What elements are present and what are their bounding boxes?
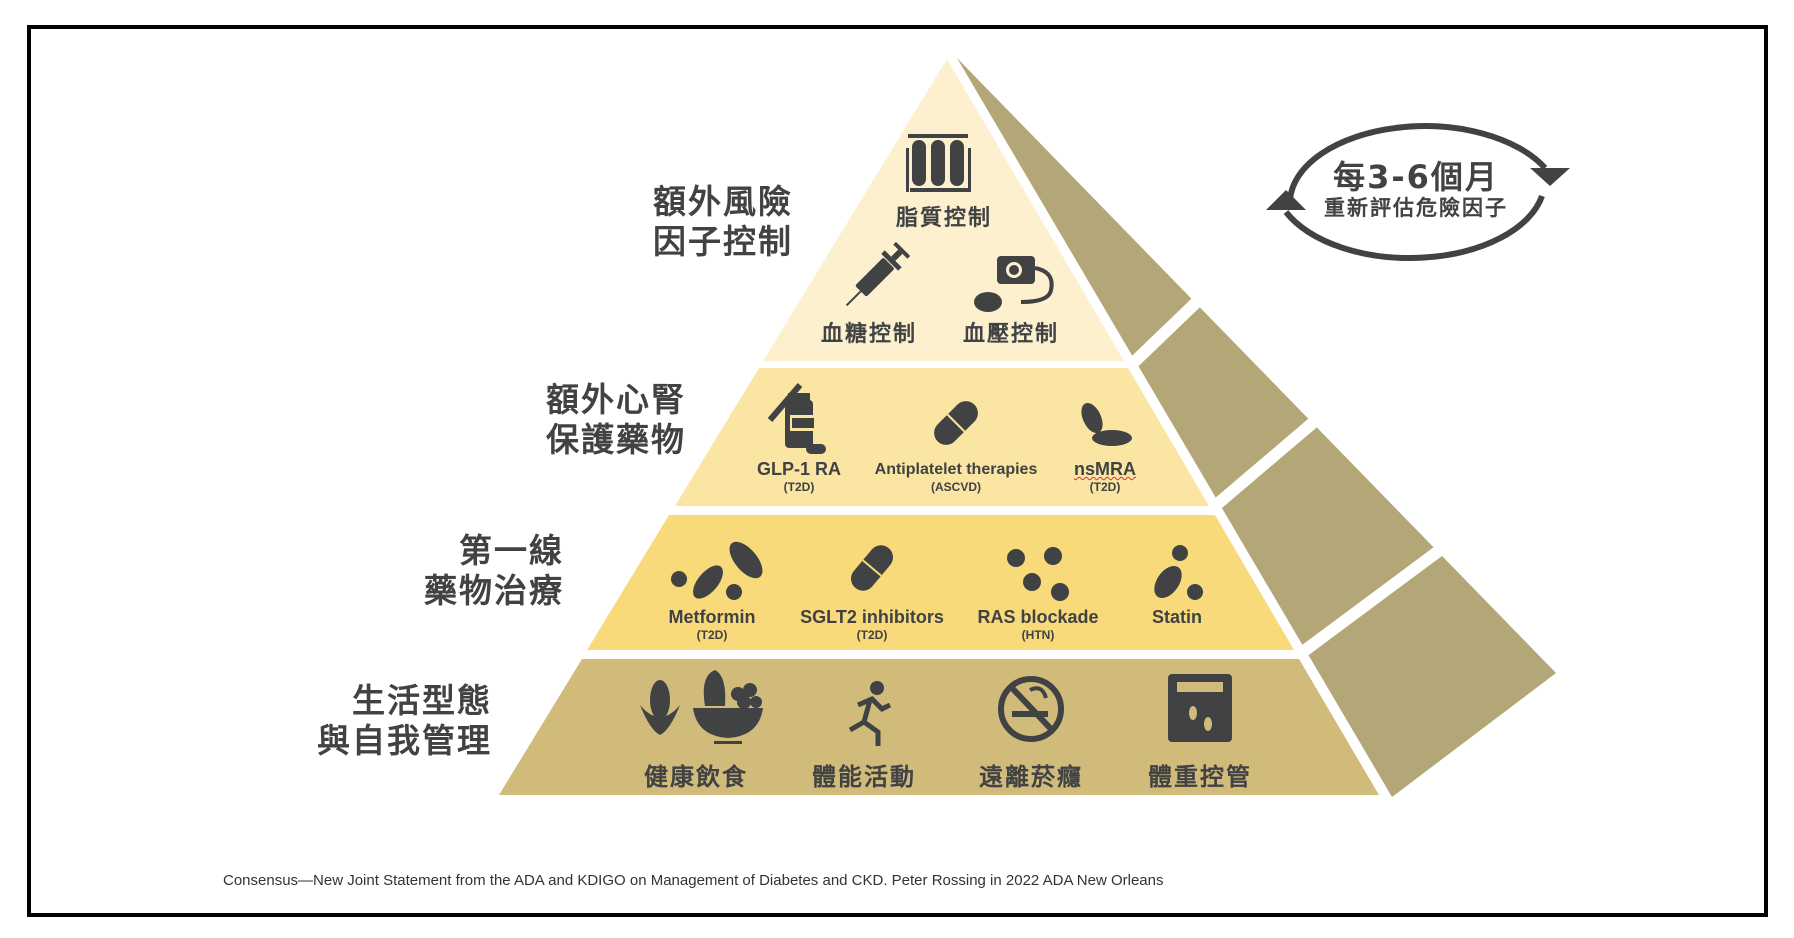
label-line: 生活型態 (352, 681, 492, 720)
capsule-icon (934, 401, 978, 445)
item-nsmra: nsMRA (1074, 459, 1136, 479)
item-metformin: Metformin (668, 607, 756, 627)
item-antiplatelet-sub: (ASCVD) (931, 480, 981, 494)
statin-pills-icon (1154, 545, 1203, 600)
cycle-arrows-icon (1266, 123, 1570, 261)
tier-2-label: 額外心腎保護藥物 (546, 380, 686, 460)
item-statin: Statin (1151, 607, 1203, 627)
item-metformin-sub: (T2D) (696, 628, 728, 642)
injection-bottle-icon (767, 383, 826, 454)
scale-icon (1168, 674, 1232, 742)
tier-4-label: 生活型態與自我管理 (317, 681, 492, 761)
item-ras-blockade-sub: (HTN) (1021, 628, 1055, 642)
item-sglt2-sub: (T2D) (856, 628, 888, 642)
tier-3-band (587, 515, 1294, 650)
item-glp1-ra-sub: (T2D) (783, 480, 815, 494)
label-line: 額外風險 (653, 182, 793, 221)
item-sglt2: SGLT2 inhibitors (800, 607, 944, 627)
item-healthy-diet: 健康飲食 (644, 763, 748, 791)
citation-footer: Consensus—New Joint Statement from the A… (223, 872, 1164, 889)
label-line: 與自我管理 (317, 721, 492, 760)
tablets-icon (1081, 403, 1132, 446)
pyramid-side-face (957, 58, 1556, 797)
item-quit-smoking: 遠離菸癮 (979, 763, 1083, 791)
slide-border (27, 25, 1768, 917)
capsule-icon (851, 545, 893, 591)
blood-pressure-monitor-icon (974, 256, 1054, 312)
label-line: 額外心腎 (546, 380, 686, 419)
label-line: 第一線 (459, 531, 564, 570)
round-tablets-icon (1007, 547, 1069, 601)
tier-3-label: 第一線藥物治療 (424, 531, 564, 611)
fruit-bowl-icon (640, 670, 763, 744)
item-nsmra-sub: (T2D) (1089, 480, 1121, 494)
item-antiplatelet: Antiplatelet therapies (874, 461, 1038, 478)
item-glucose-control: 血糖控制 (820, 322, 918, 347)
item-glp1-ra: GLP-1 RA (756, 459, 842, 479)
item-ras-blockade: RAS blockade (977, 607, 1099, 627)
item-lipid-control: 脂質控制 (895, 206, 993, 231)
cycle-subtitle: 重新評估危險因子 (1324, 196, 1508, 220)
item-bp-control: 血壓控制 (962, 322, 1060, 347)
label-line: 保護藥物 (546, 420, 686, 459)
side-separators (1123, 289, 1452, 662)
item-physical-activity: 體能活動 (812, 763, 916, 791)
pills-icon (671, 541, 763, 600)
no-smoking-icon (998, 676, 1064, 742)
test-tubes-icon (906, 134, 971, 192)
label-line: 因子控制 (653, 222, 793, 261)
cycle-title: 每3-6個月 (1333, 158, 1499, 196)
syringe-icon (845, 241, 911, 307)
label-line: 藥物治療 (424, 571, 564, 610)
tier-1-band (763, 59, 1124, 361)
item-weight-control: 體重控管 (1148, 763, 1252, 791)
running-person-icon (848, 681, 892, 746)
tier-1-label: 額外風險因子控制 (653, 182, 793, 262)
